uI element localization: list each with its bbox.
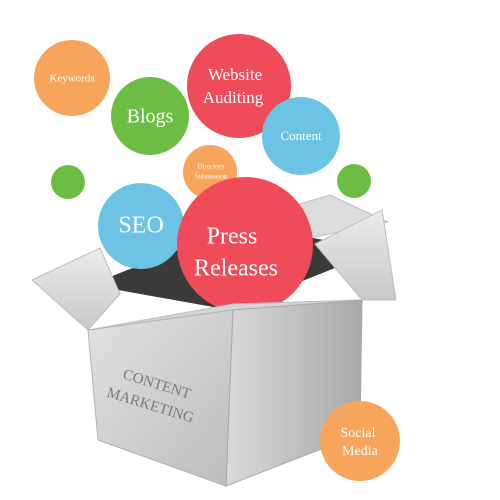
bubble-keywords-label: Keywords xyxy=(49,73,94,85)
box-left-flap xyxy=(31,247,121,331)
box-right-flap xyxy=(314,209,397,301)
bubble-social-media: Social Media xyxy=(320,401,400,481)
bubble-website-auditing-line2: Auditing xyxy=(203,88,264,107)
bubble-blogs-label: Blogs xyxy=(127,106,174,128)
bubble-press-releases: Press Releases xyxy=(177,177,313,313)
bubble-website-auditing-circle xyxy=(187,34,291,138)
bubble-directory-submission-line1: Directory xyxy=(198,163,225,171)
bubble-keywords-circle xyxy=(34,40,110,116)
bubble-content-label: Content xyxy=(280,128,322,143)
bubble-social-media-line1: Social xyxy=(341,426,376,441)
bubble-blogs: Blogs xyxy=(111,77,189,155)
green-dot-right xyxy=(337,164,371,198)
bubble-press-releases-line1: Press xyxy=(207,224,258,250)
bubble-seo-circle xyxy=(98,183,184,269)
bubble-press-releases-line2: Releases xyxy=(194,256,278,282)
bubble-seo: SEO xyxy=(98,183,184,269)
bubble-keywords: Keywords xyxy=(34,40,110,116)
bubble-press-releases-circle xyxy=(177,177,313,313)
bubble-seo-label: SEO xyxy=(118,213,163,239)
bubble-content: Content xyxy=(262,97,340,175)
bubble-social-media-circle xyxy=(320,401,400,481)
bubble-website-auditing-line1: Website xyxy=(208,65,262,84)
bubble-content-circle xyxy=(262,97,340,175)
green-dot-left xyxy=(51,165,85,199)
bubble-social-media-line2: Media xyxy=(342,444,379,459)
bubble-website-auditing: Website Auditing xyxy=(187,34,291,138)
bubble-directory-submission-line2: Submission xyxy=(195,173,228,181)
bubble-blogs-circle xyxy=(111,77,189,155)
